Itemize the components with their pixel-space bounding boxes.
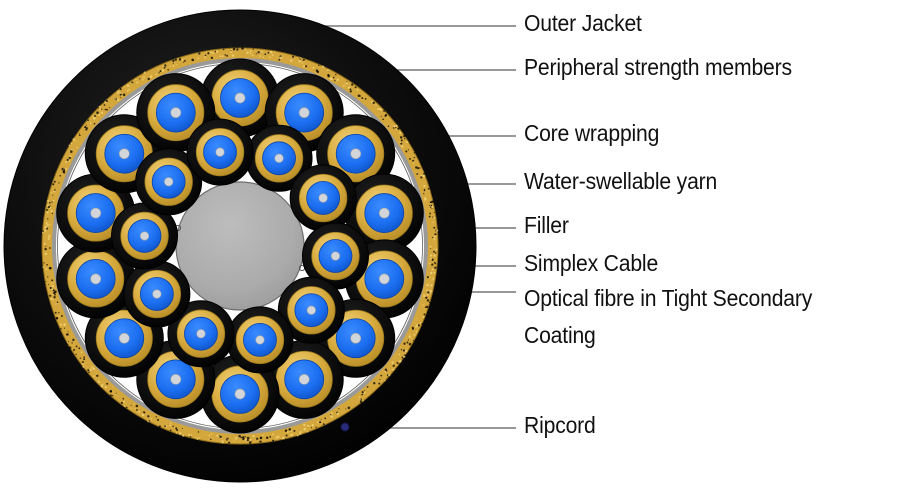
label-ripcord: Ripcord — [524, 412, 596, 439]
cable-body-group — [4, 10, 476, 482]
label-peripheral: Peripheral strength members — [524, 54, 792, 81]
label-water-swellable: Water-swellable yarn — [524, 168, 717, 195]
optical-fibre-core — [216, 148, 225, 157]
optical-fibre-core — [379, 274, 389, 284]
optical-fibre-core — [307, 306, 316, 315]
optical-fibre-core — [171, 374, 181, 384]
optical-fibre-core — [319, 194, 328, 203]
ripcord — [341, 423, 349, 431]
optical-fibre-core — [153, 290, 162, 299]
optical-fibre-core — [197, 329, 206, 338]
optical-fibre-core — [275, 154, 284, 163]
optical-fibre-core — [299, 374, 309, 384]
optical-fibre-core — [119, 333, 129, 343]
simplex-cable-unit — [227, 307, 293, 373]
optical-fibre-core — [351, 149, 361, 159]
optical-fibre-core — [235, 389, 245, 399]
optical-fibre-core — [256, 336, 265, 345]
simplex-cable-unit — [290, 165, 356, 231]
label-simplex-cable: Simplex Cable — [524, 250, 658, 277]
optical-fibre-core — [171, 108, 181, 118]
optical-fibre-core — [235, 93, 245, 103]
optical-fibre-core — [91, 208, 101, 218]
optical-fibre-core — [379, 208, 389, 218]
simplex-cable-unit — [187, 119, 253, 185]
label-optical-fibre-2: Coating — [524, 322, 596, 349]
label-optical-fibre: Optical fibre in Tight Secondary — [524, 285, 812, 312]
label-core-wrapping: Core wrapping — [524, 120, 659, 147]
optical-fibre-core — [91, 274, 101, 284]
label-outer-jacket: Outer Jacket — [524, 10, 642, 37]
simplex-cable-unit — [124, 261, 190, 327]
label-filler: Filler — [524, 212, 569, 239]
optical-fibre-core — [140, 232, 149, 241]
optical-fibre-core — [119, 149, 129, 159]
optical-fibre-core — [331, 252, 340, 261]
optical-fibre-core — [351, 333, 361, 343]
optical-fibre-core — [164, 177, 173, 186]
optical-fibre-core — [299, 108, 309, 118]
